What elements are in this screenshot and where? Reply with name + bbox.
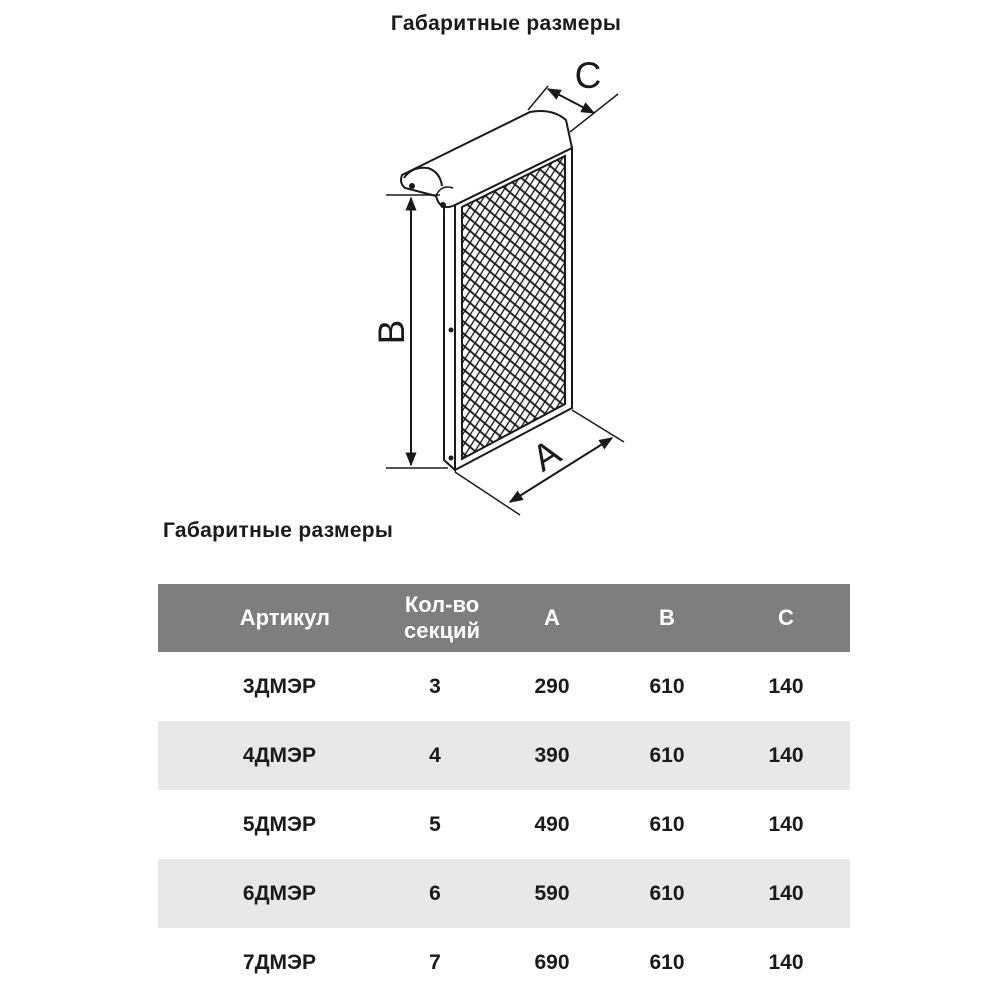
cell-sections: 7	[429, 950, 441, 974]
cell-a: 390	[492, 721, 612, 790]
cell-a: 290	[534, 674, 570, 698]
cell-sections: 3	[429, 674, 441, 698]
cell-article: 7ДМЭР	[242, 950, 316, 974]
cell-b: 610	[649, 950, 685, 974]
table-title: Габаритные размеры	[163, 519, 394, 542]
cell-b: 610	[649, 812, 685, 836]
dimensions-table: Артикул Кол-во секций A B C 3ДМЭР 3 290 …	[158, 584, 850, 997]
page-title: Габаритные размеры	[390, 12, 622, 35]
cell-b: 610	[612, 859, 722, 928]
header-a: A	[492, 584, 612, 652]
cell-c: 140	[768, 812, 804, 836]
cell-sections: 4	[372, 721, 492, 790]
dimension-b-label: B	[371, 320, 412, 345]
table-header-row: Артикул Кол-во секций A B C	[158, 584, 850, 652]
radiator-screen-drawing: B A C	[371, 55, 625, 516]
cell-sections: 6	[372, 859, 492, 928]
table-row: 7ДМЭР 7 690 610 140	[158, 928, 850, 997]
dimension-c-line	[546, 88, 596, 114]
header-b: B	[612, 584, 722, 652]
cell-c: 140	[722, 721, 850, 790]
cell-a: 490	[534, 812, 570, 836]
table-row: 5ДМЭР 5 490 610 140	[158, 790, 850, 859]
cell-sections: 5	[429, 812, 441, 836]
cell-c: 140	[722, 859, 850, 928]
cell-a: 590	[492, 859, 612, 928]
header-sections: Кол-во секций	[372, 584, 492, 652]
header-article: Артикул	[158, 584, 372, 652]
table-row: 6ДМЭР 6 590 610 140	[158, 859, 850, 928]
cell-c: 140	[768, 674, 804, 698]
table-row: 4ДМЭР 4 390 610 140	[158, 721, 850, 790]
mesh-panel	[461, 154, 566, 461]
side-panel	[443, 193, 456, 473]
header-c: C	[722, 584, 850, 652]
dimension-c-label: C	[575, 55, 602, 96]
cell-article: 6ДМЭР	[158, 859, 372, 928]
cell-article: 5ДМЭР	[242, 812, 316, 836]
cell-b: 610	[612, 721, 722, 790]
dimension-a-line	[508, 437, 614, 503]
table-row: 3ДМЭР 3 290 610 140	[158, 652, 850, 721]
cell-b: 610	[649, 674, 685, 698]
cell-c: 140	[768, 950, 804, 974]
dimension-a-label: A	[525, 431, 568, 479]
cell-article: 3ДМЭР	[242, 674, 316, 698]
cell-article: 4ДМЭР	[158, 721, 372, 790]
cell-a: 690	[534, 950, 570, 974]
